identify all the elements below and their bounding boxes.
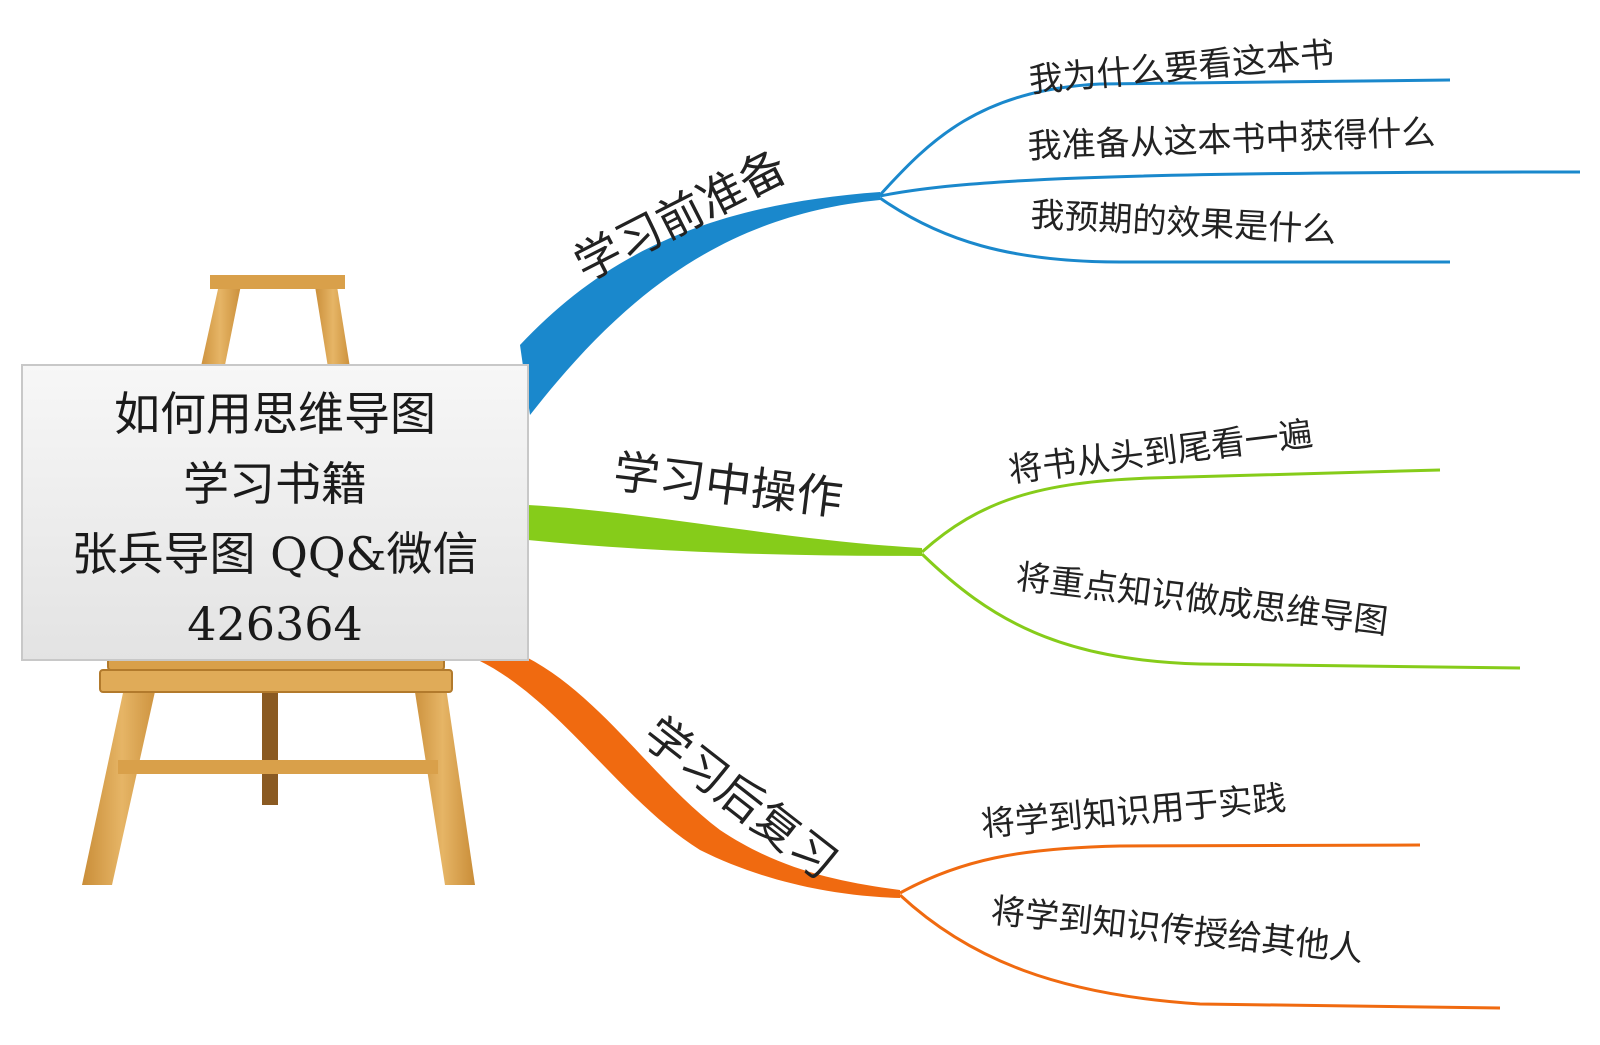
leaf-connectors xyxy=(878,78,1581,1010)
central-title-line-1: 如何用思维导图 xyxy=(114,387,436,441)
leaf-connector-2-1 xyxy=(920,468,1441,554)
leaf-connector-1-2 xyxy=(879,170,1581,198)
central-topic-board: 如何用思维导图 学习书籍 张兵导图 QQ&微信 426364 xyxy=(21,364,529,661)
branch-connector-2 xyxy=(528,505,922,556)
leaf-label-1-3[interactable]: 我预期的效果是什么 xyxy=(1030,195,1338,251)
branch-connectors xyxy=(478,192,922,898)
leaf-connector-3-1 xyxy=(899,843,1421,895)
leaf-label-3-1[interactable]: 将学到知识用于实践 xyxy=(979,778,1287,845)
leaf-connector-3-2 xyxy=(898,893,1501,1010)
leaf-label-2-1[interactable]: 将书从头到尾看一遍 xyxy=(1006,414,1315,491)
branch-connector-3 xyxy=(478,640,900,898)
central-title-line-3: 张兵导图 QQ&微信 xyxy=(72,527,479,581)
leaf-label-1-2[interactable]: 我准备从这本书中获得什么 xyxy=(1027,113,1436,167)
leaf-connector-1-3 xyxy=(879,196,1450,264)
leaf-connector-2-2 xyxy=(920,552,1521,670)
central-title-line-2: 学习书籍 xyxy=(183,457,367,511)
branch-label-2[interactable]: 学习中操作 xyxy=(611,444,846,526)
leaf-connector-1-1 xyxy=(878,78,1451,197)
branch-connector-1 xyxy=(520,192,880,415)
leaf-label-3-2[interactable]: 将学到知识传授给其他人 xyxy=(989,891,1365,970)
leaf-label-1-1[interactable]: 我为什么要看这本书 xyxy=(1027,34,1335,101)
central-title-line-4: 426364 xyxy=(187,597,363,651)
leaf-label-2-2[interactable]: 将重点知识做成思维导图 xyxy=(1014,557,1390,642)
